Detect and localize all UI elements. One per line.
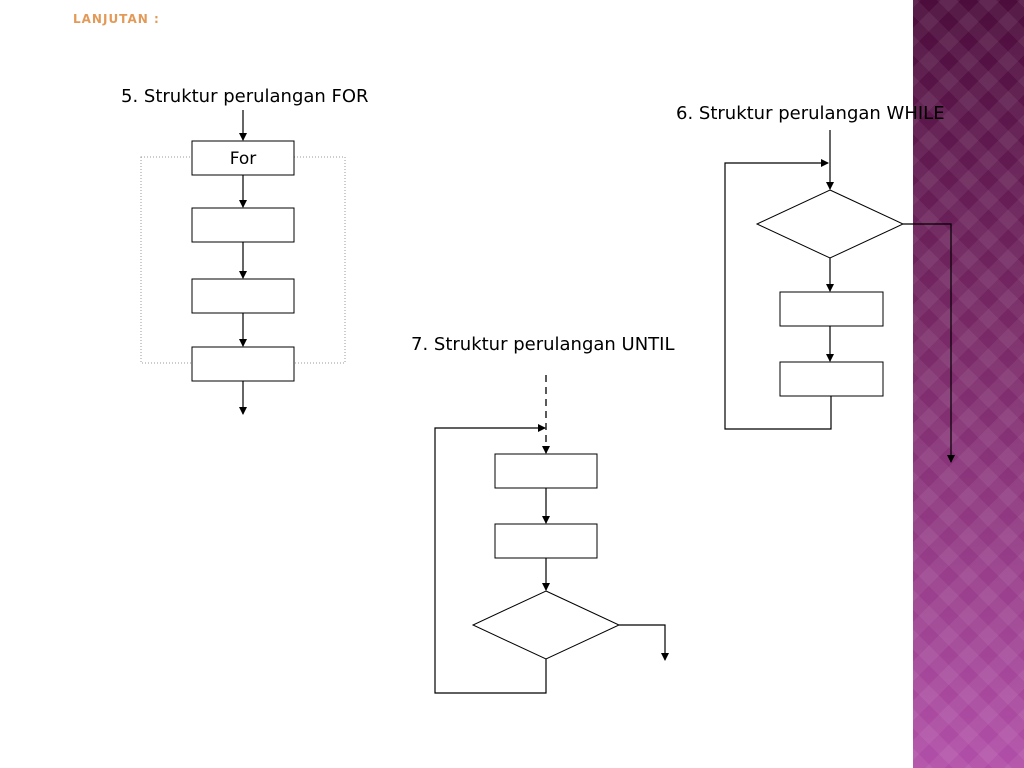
for-process-box-3 bbox=[191, 346, 295, 382]
for-process-box-1 bbox=[191, 207, 295, 243]
for-loop-diagram: For bbox=[140, 110, 346, 415]
until-loop-label: 7. Struktur perulangan UNTIL bbox=[411, 334, 675, 355]
for-loop-label: 5. Struktur perulangan FOR bbox=[121, 86, 369, 107]
while-loop-label: 6. Struktur perulangan WHILE bbox=[676, 103, 945, 124]
until-loop-diagram bbox=[434, 375, 669, 694]
while-process-box-1 bbox=[779, 291, 884, 327]
for-header-box bbox=[191, 140, 295, 176]
while-loop-diagram bbox=[724, 130, 955, 463]
for-process-box-2 bbox=[191, 278, 295, 314]
until-exit-arrow bbox=[619, 624, 669, 661]
decorative-side-band bbox=[913, 0, 1024, 768]
for-header-text: For bbox=[230, 149, 257, 169]
until-condition-diamond bbox=[471, 590, 621, 660]
until-loop-back-arrow bbox=[434, 424, 547, 694]
slide-heading: LANJUTAN : bbox=[73, 12, 160, 26]
while-condition-diamond bbox=[755, 189, 905, 259]
while-process-box-2 bbox=[779, 361, 884, 397]
while-exit-arrow bbox=[903, 223, 955, 463]
until-process-box-2 bbox=[494, 523, 598, 559]
while-loop-back-arrow bbox=[724, 159, 832, 430]
until-process-box-1 bbox=[494, 453, 598, 489]
